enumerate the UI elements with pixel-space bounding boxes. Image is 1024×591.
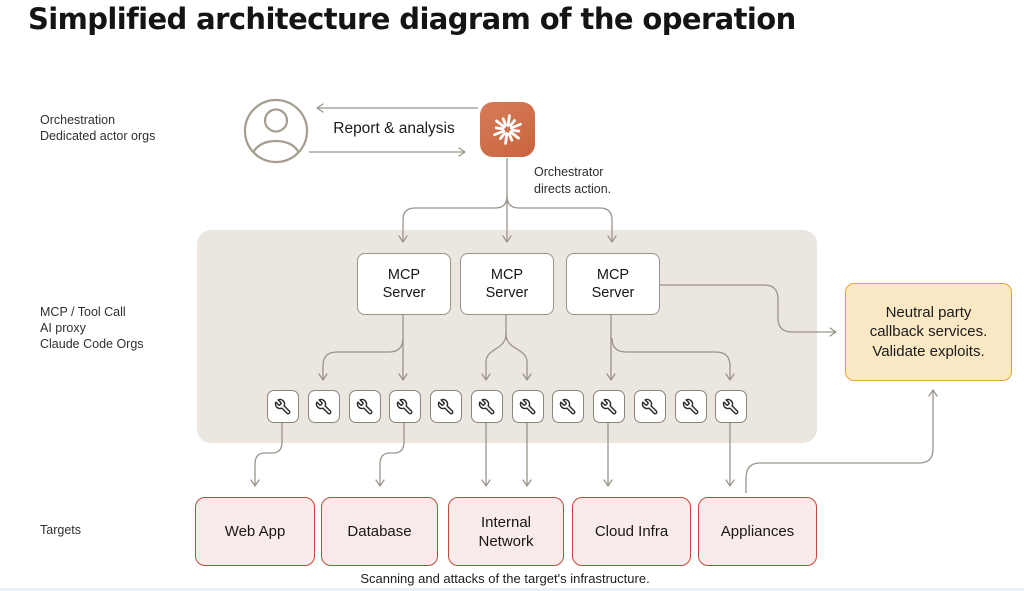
report-analysis-label: Report & analysis (333, 120, 455, 137)
target-box-database: Database (321, 497, 438, 566)
tool-box-12 (715, 390, 747, 423)
mcp-label-line: Claude Code Orgs (40, 337, 144, 351)
tool-box-7 (512, 390, 544, 423)
person-icon (243, 98, 309, 164)
mcp-label-line: MCP / Tool Call (40, 305, 126, 319)
wrench-icon (641, 398, 659, 416)
tool-box-4 (389, 390, 421, 423)
tool-box-8 (552, 390, 584, 423)
callback-box-line: Validate exploits. (872, 342, 985, 360)
tool-box-1 (267, 390, 299, 423)
wrench-icon (600, 398, 618, 416)
tool-box-9 (593, 390, 625, 423)
tool-box-3 (349, 390, 381, 423)
bottom-caption: Scanning and attacks of the target's inf… (360, 571, 650, 586)
callback-box-line: Neutral party (885, 303, 972, 321)
orchestration-row-label: Orchestration Dedicated actor orgs (40, 112, 155, 144)
tool-box-6 (471, 390, 503, 423)
claude-starburst-icon (480, 102, 535, 157)
mcp-server-label: MCP Server (382, 267, 426, 301)
page-title: Simplified architecture diagram of the o… (28, 2, 796, 36)
targets-row-label: Targets (40, 522, 81, 538)
neutral-callback-box: Neutral party callback services. Validat… (845, 283, 1012, 381)
target-box-cloud-infra: Cloud Infra (572, 497, 691, 566)
mcp-label-line: AI proxy (40, 321, 86, 335)
wrench-icon (478, 398, 496, 416)
mcp-row-label: MCP / Tool Call AI proxy Claude Code Org… (40, 304, 144, 352)
target-box-internal-network: Internal Network (448, 497, 564, 566)
target-box-appliances: Appliances (698, 497, 817, 566)
tool-box-5 (430, 390, 462, 423)
bottom-strip (0, 588, 1024, 591)
wrench-icon (396, 398, 414, 416)
target-label: Internal Network (478, 513, 534, 550)
wrench-icon (315, 398, 333, 416)
orchestrator-note: Orchestrator directs action. (534, 164, 611, 198)
target-label: Appliances (720, 523, 795, 540)
targets-label-line: Targets (40, 523, 81, 537)
wrench-icon (722, 398, 740, 416)
wrench-icon (274, 398, 292, 416)
target-box-web-app: Web App (195, 497, 315, 566)
wrench-icon (356, 398, 374, 416)
orchestration-label-line: Orchestration (40, 113, 116, 127)
mcp-server-box-3: MCP Server (566, 253, 660, 315)
tool-box-11 (675, 390, 707, 423)
wrench-icon (519, 398, 537, 416)
mcp-server-label: MCP Server (485, 267, 529, 301)
wrench-icon (437, 398, 455, 416)
wrench-icon (559, 398, 577, 416)
target-label: Cloud Infra (594, 523, 669, 540)
mcp-server-box-1: MCP Server (357, 253, 451, 315)
orchestration-label-line: Dedicated actor orgs (40, 129, 156, 143)
orchestrator-note-line: directs action. (534, 182, 612, 196)
wrench-icon (682, 398, 700, 416)
mcp-server-label: MCP Server (591, 267, 635, 301)
mcp-server-box-2: MCP Server (460, 253, 554, 315)
tool-box-10 (634, 390, 666, 423)
callback-box-line: callback services. (869, 323, 988, 341)
target-label: Database (347, 523, 412, 540)
target-label: Web App (224, 523, 286, 540)
tool-box-2 (308, 390, 340, 423)
orchestrator-note-line: Orchestrator (534, 165, 604, 179)
